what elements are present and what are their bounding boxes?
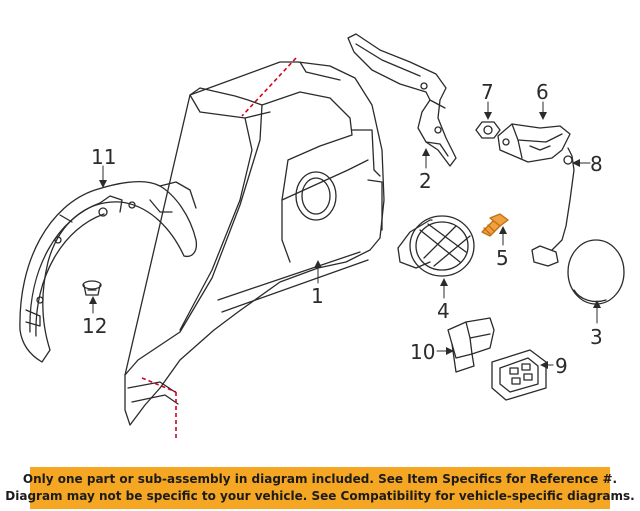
callout-10: 10 [410, 340, 436, 364]
disclaimer-banner: Only one part or sub-assembly in diagram… [5, 467, 635, 509]
part-1-quarter-panel [124, 61, 385, 426]
disclaimer-line-2: Diagram may not be specific to your vehi… [5, 489, 635, 503]
callout-7: 7 [481, 80, 494, 104]
callout-11: 11 [91, 145, 117, 169]
part-5-screw [481, 213, 509, 237]
disclaimer-line-1: Only one part or sub-assembly in diagram… [22, 472, 618, 486]
part-11-wheel-house-liner [19, 181, 198, 363]
part-6-actuator [497, 123, 571, 163]
part-10-bracket [447, 317, 495, 373]
part-7-nut [475, 121, 501, 139]
part-4-fuel-housing [397, 215, 475, 277]
callout-9: 9 [555, 354, 568, 378]
callout-12: 12 [82, 314, 108, 338]
callout-1: 1 [311, 284, 324, 308]
part-8-cable [531, 147, 575, 267]
cut-lines [141, 57, 297, 440]
callout-3: 3 [590, 325, 603, 349]
part-3-fuel-door [567, 239, 625, 305]
part-12-clip [82, 280, 102, 296]
cut-line-rocker [141, 377, 177, 393]
part-9-grommet [491, 349, 547, 401]
callout-8: 8 [590, 152, 603, 176]
callout-6: 6 [536, 80, 549, 104]
callout-4: 4 [437, 299, 450, 323]
parts-diagram [19, 33, 625, 440]
callout-5: 5 [496, 246, 509, 270]
part-2-bracket [347, 33, 457, 167]
callout-2: 2 [419, 169, 432, 193]
cut-line-roof [241, 57, 297, 117]
